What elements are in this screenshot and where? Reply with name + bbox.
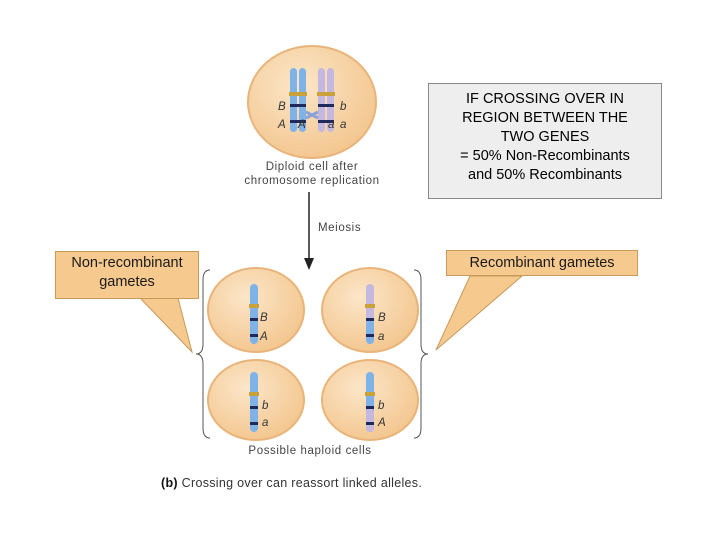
diploid-allele-B: B xyxy=(278,101,286,113)
callout-right-pointer xyxy=(435,275,524,351)
haploid-cells-label: Possible haploid cells xyxy=(248,445,372,457)
diploid-allele-b: b xyxy=(340,101,347,113)
figure-caption: (b) Crossing over can reassort linked al… xyxy=(161,476,422,490)
info-line-4: = 50% Non-Recombinants xyxy=(460,148,630,164)
gamete-bottom-right-upper: b xyxy=(378,400,385,412)
diploid-allele-A2: A xyxy=(297,119,306,131)
diploid-chromosome-purple xyxy=(305,68,335,132)
non-recombinant-callout-text: Non-recombinant gametes xyxy=(71,255,183,290)
diploid-label-line-2: chromosome replication xyxy=(244,175,380,187)
gamete-chromosome-bottom-right xyxy=(365,372,375,432)
recombinant-callout-text: Recombinant gametes xyxy=(469,255,615,271)
info-line-5: and 50% Recombinants xyxy=(468,167,622,183)
gamete-bottom-left-lower: a xyxy=(262,417,268,429)
recombinant-callout: Recombinant gametes xyxy=(446,250,638,276)
info-line-2: REGION BETWEEN THE xyxy=(462,110,628,126)
brace-left xyxy=(195,269,211,439)
non-recombinant-callout: Non-recombinant gametes xyxy=(55,251,199,299)
gamete-chromosome-top-right xyxy=(365,284,375,344)
diploid-allele-a1: a xyxy=(328,119,334,131)
caption-prefix: (b) xyxy=(161,476,178,490)
diploid-allele-a2: a xyxy=(340,119,346,131)
brace-right xyxy=(413,269,429,439)
caption-text: Crossing over can reassort linked allele… xyxy=(177,476,423,490)
crossing-over-info-box: IF CROSSING OVER IN REGION BETWEEN THE T… xyxy=(428,83,662,199)
diploid-label-line-1: Diploid cell after xyxy=(265,161,359,173)
gamete-top-right-lower: a xyxy=(378,331,384,343)
callout-left-pointer xyxy=(138,297,193,354)
gamete-top-left-lower: A xyxy=(259,331,268,343)
gamete-chromosome-top-left xyxy=(249,284,259,344)
info-line-1: IF CROSSING OVER IN xyxy=(466,91,624,107)
diploid-cell xyxy=(247,45,377,159)
diploid-allele-A1: A xyxy=(277,119,286,131)
meiosis-arrowhead xyxy=(304,258,314,270)
diploid-cell-label: Diploid cell after chromosome replicatio… xyxy=(232,160,392,188)
gamete-chromosome-bottom-left xyxy=(249,372,259,432)
gamete-bottom-right-lower: A xyxy=(377,417,386,429)
diploid-chromosome-blue xyxy=(289,68,307,132)
meiosis-label: Meiosis xyxy=(318,222,362,234)
gamete-bottom-left-upper: b xyxy=(262,400,269,412)
info-line-3: TWO GENES xyxy=(500,129,590,145)
gamete-top-left-upper: B xyxy=(260,312,268,324)
gamete-top-right-upper: B xyxy=(378,312,386,324)
